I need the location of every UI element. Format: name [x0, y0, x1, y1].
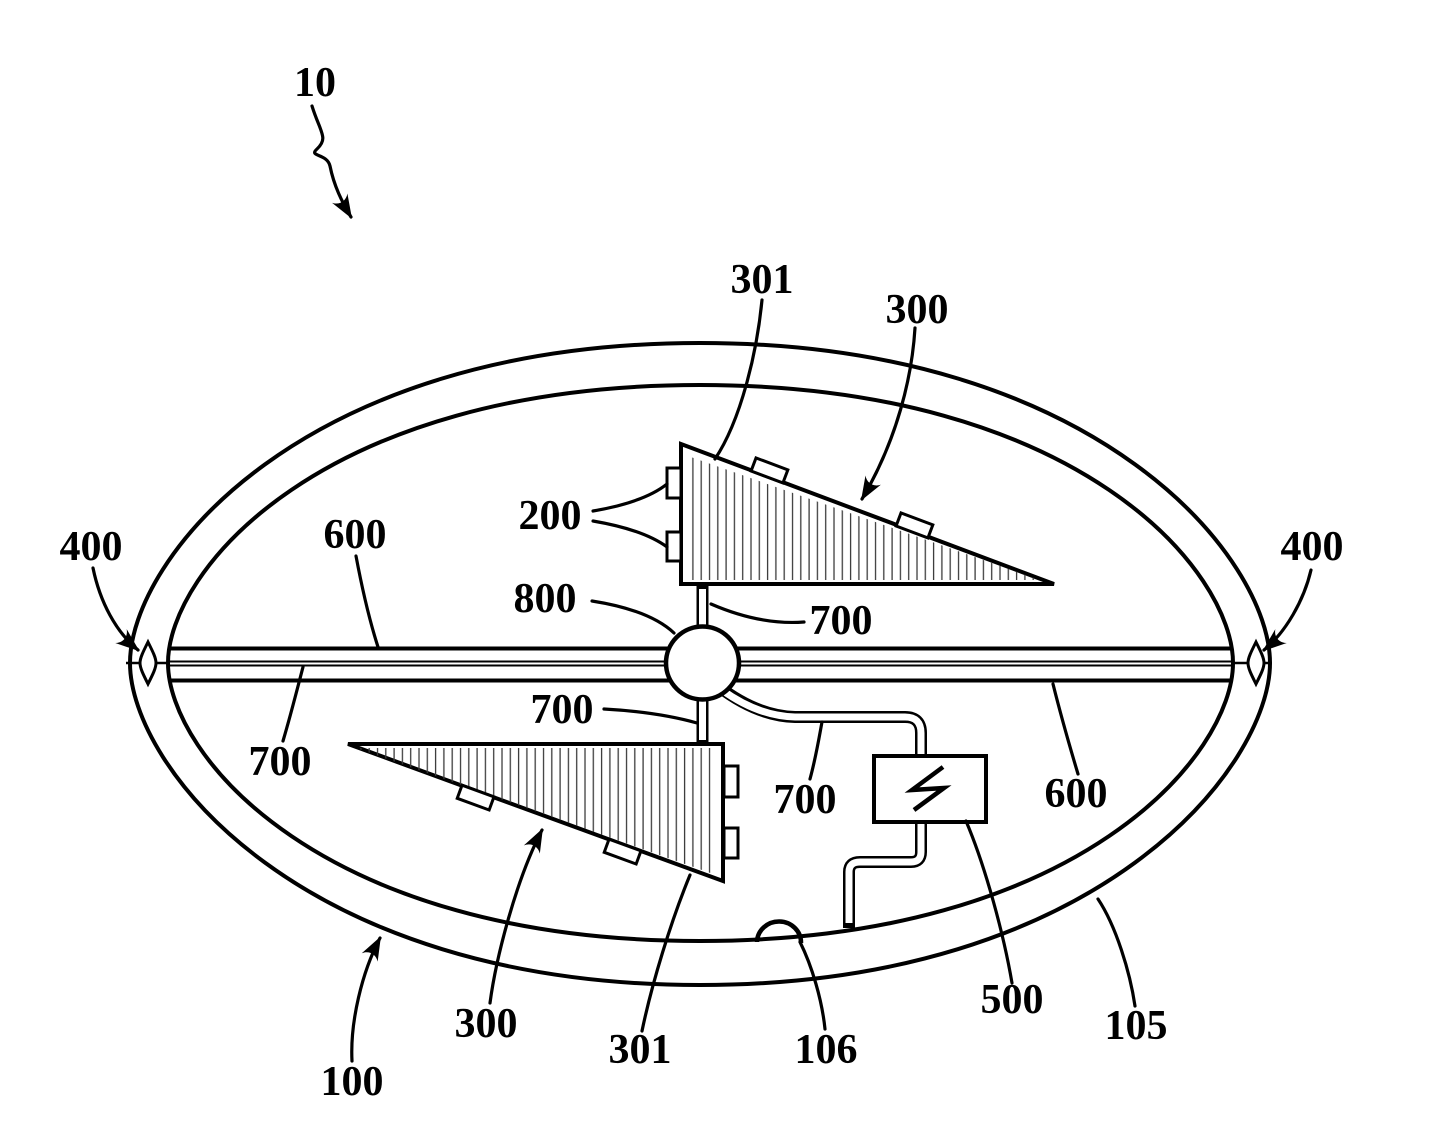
lightning-bolt-icon — [904, 765, 952, 812]
leader-lines — [91, 104, 1313, 1063]
leader-800 — [590, 599, 676, 635]
ref-label-400-left: 400 — [59, 524, 123, 570]
ref-label-400-right: 400 — [1280, 524, 1344, 570]
leader-700-lower — [808, 720, 824, 781]
leader-10 — [310, 104, 353, 219]
leader-600-lower — [1051, 682, 1080, 776]
ref-label-700-left: 700 — [248, 739, 312, 785]
upper-wedge-hatch — [688, 456, 1040, 580]
ref-label-105: 105 — [1104, 1003, 1168, 1049]
leader-200-b — [591, 519, 669, 549]
lower-wedge-hatch — [356, 748, 716, 875]
lower-wedge-slope-tabs — [455, 783, 643, 866]
upper-wedge-left-tabs — [665, 466, 683, 563]
ref-label-600-upper: 600 — [323, 512, 387, 558]
ref-label-10: 10 — [294, 60, 336, 106]
power-box — [872, 754, 988, 824]
ref-label-100: 100 — [320, 1059, 384, 1105]
leader-400-right — [1262, 568, 1313, 652]
wire-to-power-box — [714, 681, 927, 757]
leader-400-left — [91, 566, 140, 652]
leader-500 — [964, 819, 1014, 985]
ref-label-106: 106 — [794, 1027, 858, 1073]
wire-from-power-box — [843, 818, 927, 928]
leader-200-a — [591, 482, 669, 513]
hub-circle — [663, 624, 742, 702]
lower-wedge-right-tabs — [722, 764, 740, 860]
ref-label-500: 500 — [980, 977, 1044, 1023]
leader-700-left — [281, 665, 305, 743]
ref-label-800: 800 — [513, 576, 577, 622]
end-cap-left — [138, 638, 158, 688]
leader-600-upper — [354, 554, 380, 649]
leader-301-bottom — [640, 873, 692, 1033]
leader-105 — [1096, 897, 1137, 1008]
leader-300-top — [860, 326, 917, 501]
ref-label-700-upper: 700 — [809, 598, 873, 644]
ref-label-700-middle: 700 — [530, 687, 594, 733]
ref-label-301-bottom: 301 — [608, 1027, 672, 1073]
leader-700-upper — [709, 602, 806, 625]
end-cap-right — [1246, 638, 1266, 688]
ref-label-300-bottom: 300 — [454, 1001, 518, 1047]
ref-label-600-lower: 600 — [1044, 771, 1108, 817]
leader-301-top — [713, 298, 764, 461]
leader-100 — [350, 936, 382, 1063]
leader-106 — [798, 940, 827, 1031]
upper-wedge-slope-tabs — [749, 455, 935, 540]
ref-label-200: 200 — [518, 493, 582, 539]
leader-700-middle — [602, 707, 699, 725]
ref-label-700-lower: 700 — [773, 777, 837, 823]
notch-arc — [754, 919, 804, 944]
ref-label-300-top: 300 — [885, 287, 949, 333]
ref-label-301-top: 301 — [730, 257, 794, 303]
leader-300-bottom — [488, 828, 544, 1005]
